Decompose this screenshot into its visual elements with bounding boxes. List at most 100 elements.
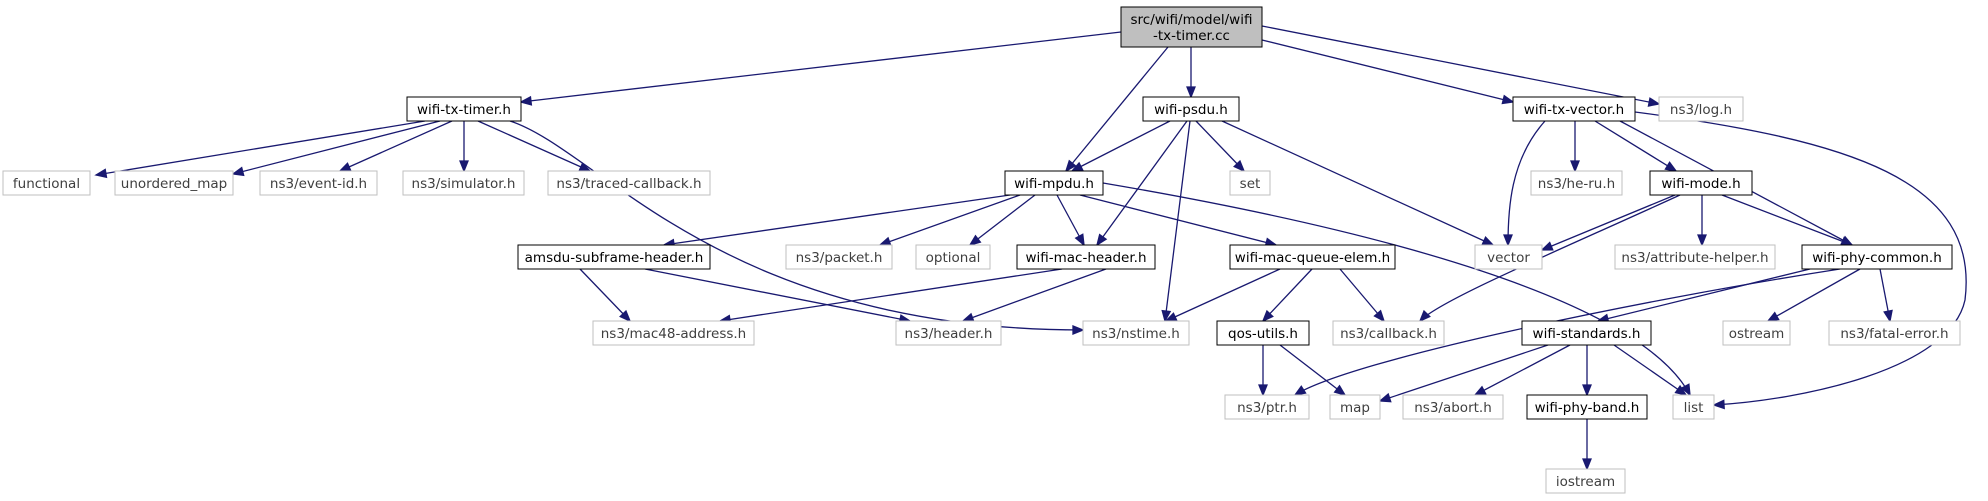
edge-line [1541, 194, 1676, 251]
node-label: ns3/nstime.h [1092, 326, 1180, 342]
edge-line [1195, 120, 1245, 172]
node-label: -tx-timer.cc [1153, 28, 1230, 44]
node-wifi-mac-queue-elem-h[interactable]: wifi-mac-queue-elem.h [1229, 244, 1396, 270]
node-wifi-phy-common-h[interactable]: wifi-phy-common.h [1801, 244, 1953, 270]
node-wifi-standards-h[interactable]: wifi-standards.h [1521, 320, 1652, 346]
node-wifi-tx-vector-h[interactable]: wifi-tx-vector.h [1512, 96, 1636, 122]
dependency-edges [94, 25, 1967, 471]
node-qos-utils-h[interactable]: qos-utils.h [1216, 320, 1310, 346]
node-label: ns3/callback.h [1340, 326, 1437, 342]
node-label: ns3/log.h [1670, 102, 1732, 118]
edge-line [1634, 111, 1967, 406]
node-box [517, 244, 711, 270]
edge-line [1261, 25, 1660, 105]
node-box [1526, 394, 1648, 420]
arrow-head-icon [1647, 97, 1661, 107]
edge-line [719, 268, 1063, 322]
edge-wifi-tx-timer-h-to-ns3-nstime-h [509, 120, 1085, 335]
arrow-head-icon [1333, 384, 1347, 397]
edge-wifi-mac-queue-elem-h-to-ns3-callback-h [1339, 268, 1386, 323]
edge-amsdu-subframe-header-h-to-ns3-header-h [644, 268, 912, 324]
edge-wifi-mode-h-to-wifi-phy-common-h [1721, 194, 1854, 246]
node-amsdu-subframe-header-h[interactable]: amsdu-subframe-header.h [517, 244, 711, 270]
node-functional: functional [2, 170, 91, 196]
node-box [1801, 244, 1953, 270]
node-label: ostream [1729, 326, 1785, 342]
arrow-head-icon [1258, 384, 1268, 397]
node-ns3-log-h: ns3/log.h [1658, 96, 1744, 122]
node-box [1722, 320, 1791, 346]
edge-line [1279, 344, 1346, 396]
edge-wifi-tx-timer-h-to-ns3-traced-callback-h [477, 120, 592, 172]
node-ostream: ostream [1722, 320, 1791, 346]
edge-line [477, 120, 591, 172]
edge-wifi-mode-h-to-ns3-attribute-helper-h [1697, 195, 1707, 247]
node-box [1828, 320, 1961, 346]
node-label: ns3/header.h [905, 326, 993, 342]
node-wifi-psdu-h[interactable]: wifi-psdu.h [1142, 96, 1240, 122]
edge-wifi-standards-h-to-map [1378, 344, 1549, 403]
arrow-head-icon [1582, 458, 1592, 471]
edge-line [1221, 120, 1494, 246]
node-wifi-mac-header-h[interactable]: wifi-mac-header.h [1016, 244, 1156, 270]
node-label: wifi-phy-band.h [1535, 400, 1640, 416]
arrow-head-icon [1261, 309, 1274, 323]
arrow-head-icon [1186, 86, 1196, 99]
edge-wifi-tx-timer-h-to-functional [94, 120, 426, 179]
dependency-nodes: src/wifi/model/wifi-tx-timer.cc wifi-tx-t… [2, 6, 1961, 494]
edge-line [1594, 120, 1677, 172]
edge-wifi-standards-h-to-wifi-phy-band-h [1582, 345, 1592, 397]
arrow-head-icon [1095, 233, 1108, 247]
node-label: wifi-mac-header.h [1025, 250, 1146, 266]
node-box [259, 170, 378, 196]
node-box [1216, 320, 1310, 346]
edge-wifi-phy-common-h-to-wifi-standards-h [1596, 268, 1811, 324]
edge-wifi-mac-header-h-to-ns3-mac48-address-h [718, 268, 1063, 325]
edge-amsdu-subframe-header-h-to-ns3-mac48-address-h [579, 268, 632, 323]
edge-line [1102, 182, 1691, 396]
edge-line [509, 120, 1084, 331]
node-box [1332, 320, 1445, 346]
arrow-head-icon [1664, 161, 1678, 172]
node-wifi-mode-h[interactable]: wifi-mode.h [1649, 170, 1753, 196]
node-wifi-mpdu-h[interactable]: wifi-mpdu.h [1004, 170, 1104, 196]
arrow-head-icon [1072, 325, 1085, 335]
node-ns3-traced-callback-h: ns3/traced-callback.h [547, 170, 711, 196]
edge-line [579, 268, 631, 322]
arrow-head-icon [968, 234, 982, 247]
arrow-head-icon [1680, 383, 1691, 397]
node-wifi-tx-timer-h[interactable]: wifi-tx-timer.h [406, 96, 522, 122]
edge-wifi-standards-h-to-ns3-abort-h [1473, 344, 1571, 396]
edge-line [232, 120, 441, 175]
edge-line [1165, 268, 1281, 322]
node-label: set [1240, 176, 1261, 192]
node-label: functional [13, 176, 80, 192]
node-label: list [1684, 400, 1704, 416]
node-label: src/wifi/model/wifi [1131, 12, 1253, 28]
arrow-head-icon [1293, 385, 1307, 396]
node-label: ns3/fatal-error.h [1840, 326, 1948, 342]
node-ns3-simulator-h: ns3/simulator.h [402, 170, 525, 196]
node-box [592, 320, 755, 346]
arrow-head-icon [1674, 384, 1688, 396]
edge-qos-utils-h-to-map [1279, 344, 1347, 397]
node-label: ns3/traced-callback.h [556, 176, 701, 192]
arrow-head-icon [1570, 160, 1580, 173]
edge-line [1096, 120, 1188, 246]
node-wifi-phy-band-h[interactable]: wifi-phy-band.h [1526, 394, 1648, 420]
edge-wifi-psdu-h-to-set [1195, 120, 1246, 173]
node-label: wifi-phy-common.h [1812, 250, 1942, 266]
edge-line [1507, 120, 1546, 246]
edge-wifi-mac-queue-elem-h-to-qos-utils-h [1261, 268, 1313, 323]
edge-wifi-mode-h-to-ns3-callback-h [1418, 194, 1681, 323]
node-label: wifi-mpdu.h [1014, 176, 1094, 192]
node-box [1120, 6, 1263, 48]
edge-wifi-mpdu-h-to-wifi-mac-header-h [1056, 194, 1085, 247]
edge-wifi-tx-timer-h-to-unordered-map [231, 120, 441, 177]
node-ns3-callback-h: ns3/callback.h [1332, 320, 1445, 346]
node-label: ns3/simulator.h [412, 176, 516, 192]
edge-wifi-tx-timer-h-to-ns3-event-id-h [338, 120, 453, 172]
node-box [1545, 468, 1626, 494]
edge-wifi-mpdu-h-to-amsdu-subframe-header-h [662, 194, 1011, 249]
